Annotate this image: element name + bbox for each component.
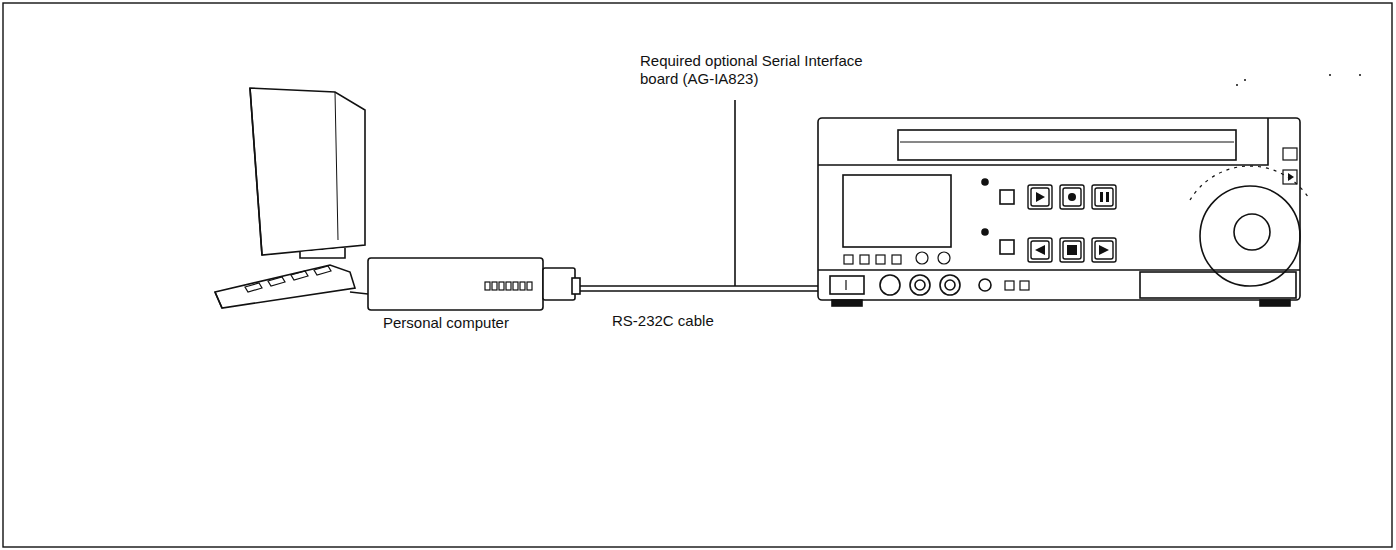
keyboard (215, 265, 368, 308)
part-label: Personal computer (383, 314, 553, 332)
callout-label: Required optional Serial Interface board… (640, 52, 880, 88)
monitor (250, 88, 365, 258)
rs232c-cable (580, 286, 820, 291)
vcr-deck (818, 118, 1310, 306)
frame (3, 3, 1392, 547)
scan-specks (1236, 74, 1361, 86)
system-unit (368, 258, 580, 310)
leader-line (734, 100, 736, 286)
part-label: RS-232C cable (612, 312, 752, 330)
